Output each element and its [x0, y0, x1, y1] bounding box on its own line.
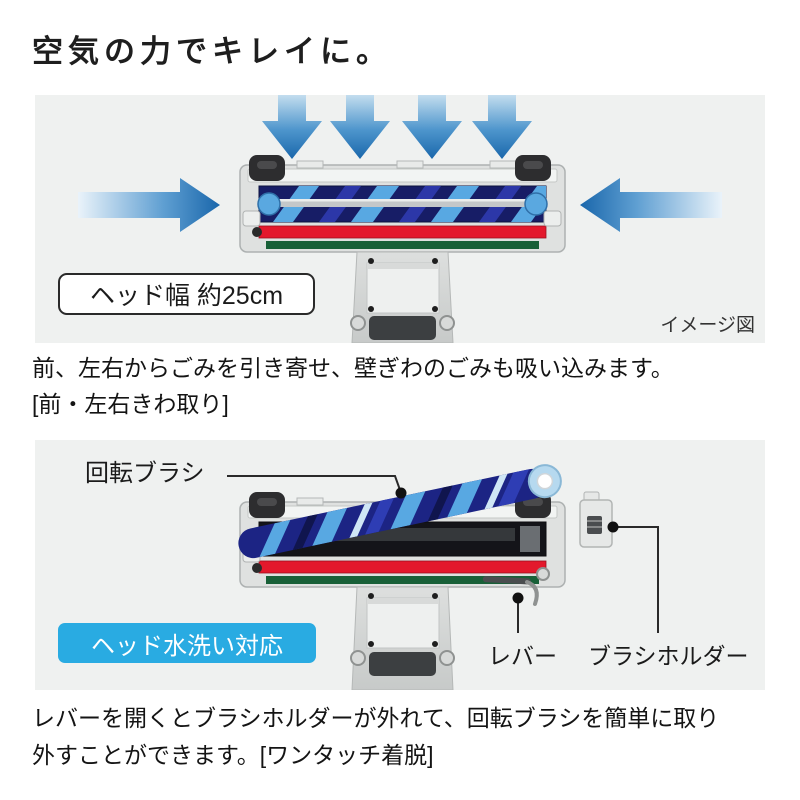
suction-description-line1: 前、左右からごみを引き寄せ、壁ぎわのごみも吸い込みます。	[32, 355, 674, 381]
right-suction-arrow-icon	[580, 178, 722, 232]
brush-holder	[579, 491, 613, 548]
head-width-label: ヘッド幅 約25cm	[58, 273, 315, 315]
brush-holder-label: ブラシホルダー	[588, 643, 749, 669]
brush-removal-panel: 回転ブラシ レバー ブラシホルダー ヘッド水洗い対応	[35, 440, 765, 690]
suction-description-line2: [前・左右きわ取り]	[32, 391, 229, 417]
rear-roller	[369, 316, 436, 340]
suction-description: 前、左右からごみを引き寄せ、壁ぎわのごみも吸い込みます。 [前・左右きわ取り]	[32, 350, 674, 422]
image-note: イメージ図	[660, 315, 755, 336]
pointer-dot-holder	[607, 521, 619, 533]
lever	[482, 576, 539, 606]
removal-description-line2: 外すことができます。[ワンタッチ着脱]	[32, 742, 434, 768]
down-suction-arrows-icon	[262, 95, 532, 159]
page-title: 空気の力でキレイに。	[32, 34, 392, 69]
pointer-dot-lever	[512, 592, 524, 604]
pointer-dot-brush	[395, 487, 407, 499]
rotating-brush-label: 回転ブラシ	[85, 460, 205, 487]
callout-pointer-lines	[227, 475, 659, 633]
vacuum-head-suction-illustration	[78, 95, 722, 343]
removal-description: レバーを開くとブラシホルダーが外れて、回転ブラシを簡単に取り外すことができます。…	[32, 700, 719, 774]
vacuum-head-brush-removal-illustration	[227, 464, 659, 690]
washable-badge: ヘッド水洗い対応	[58, 623, 316, 663]
removal-description-line1: レバーを開くとブラシホルダーが外れて、回転ブラシを簡単に取り	[32, 705, 720, 731]
lever-label: レバー	[488, 643, 557, 669]
vacuum-head	[239, 155, 566, 343]
left-suction-arrow-icon	[78, 178, 220, 232]
rotating-brush-removed	[238, 464, 562, 559]
suction-diagram-panel: ヘッド幅 約25cm イメージ図	[35, 95, 765, 343]
